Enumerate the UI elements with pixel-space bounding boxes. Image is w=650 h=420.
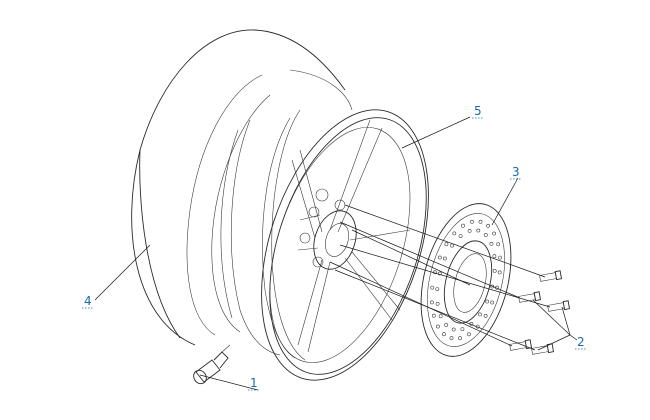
disc-hole xyxy=(467,332,471,337)
tire-valve xyxy=(193,344,231,385)
bolt xyxy=(518,291,542,303)
disc-hole xyxy=(435,324,440,329)
disc-hole xyxy=(485,299,490,304)
disc-hole xyxy=(477,312,482,317)
disc-hole xyxy=(437,255,442,260)
disc-hole xyxy=(438,314,443,319)
disc-hole xyxy=(449,336,454,341)
tire xyxy=(131,29,353,346)
disc-hole xyxy=(444,242,449,247)
disc-hole xyxy=(467,228,472,233)
disc-hole xyxy=(470,219,474,224)
svg-text:5: 5 xyxy=(474,104,482,118)
disc-hole xyxy=(441,332,446,337)
disc-hole xyxy=(478,219,483,224)
svg-text:3: 3 xyxy=(512,165,520,179)
disc-hole xyxy=(444,323,449,327)
callout-3[interactable]: 3 xyxy=(510,165,522,180)
bolt xyxy=(509,339,533,351)
disc-hole xyxy=(458,336,462,341)
disc-hole xyxy=(489,241,494,246)
svg-text:2: 2 xyxy=(577,335,585,349)
disc-hole xyxy=(435,287,440,292)
disc-hole xyxy=(490,300,495,305)
disc-hole xyxy=(442,256,447,261)
disc-hole xyxy=(483,313,488,318)
disc-hole xyxy=(437,271,442,276)
bolt xyxy=(539,270,563,282)
disc-hole xyxy=(435,301,440,306)
disc-hole xyxy=(451,327,456,332)
disc-hole xyxy=(497,270,502,275)
disc-hole xyxy=(498,255,503,260)
disc-hole xyxy=(486,223,491,228)
wheel-spokes xyxy=(291,119,411,353)
disc-hole xyxy=(430,285,435,290)
svg-text:1: 1 xyxy=(250,376,258,390)
callout-4[interactable]: 4 xyxy=(82,294,94,309)
disc-hole xyxy=(492,268,497,273)
rim xyxy=(220,109,429,381)
callout-5[interactable]: 5 xyxy=(472,104,484,119)
disc-hole xyxy=(452,231,457,236)
disc-hole xyxy=(460,327,465,332)
brake-disc xyxy=(420,203,512,357)
leader-lines xyxy=(94,116,578,391)
disc-hole xyxy=(492,231,497,236)
callout-2[interactable]: 2 xyxy=(575,335,587,350)
disc-bolts xyxy=(509,270,571,355)
disc-hole xyxy=(429,300,434,305)
disc-hole xyxy=(492,254,497,259)
disc-hole xyxy=(458,234,463,239)
callout-1[interactable]: 1 xyxy=(248,376,260,391)
assembly-lines xyxy=(329,204,551,351)
disc-hole xyxy=(450,243,455,248)
disc-hole xyxy=(490,284,495,289)
wheel-hub xyxy=(297,188,357,270)
bolt xyxy=(547,300,571,312)
svg-text:4: 4 xyxy=(84,294,92,308)
disc-hole xyxy=(483,233,488,237)
disc-hole xyxy=(496,242,501,247)
disc-hole xyxy=(431,313,436,318)
disc-hole xyxy=(476,228,481,233)
disc-hole xyxy=(461,223,465,228)
